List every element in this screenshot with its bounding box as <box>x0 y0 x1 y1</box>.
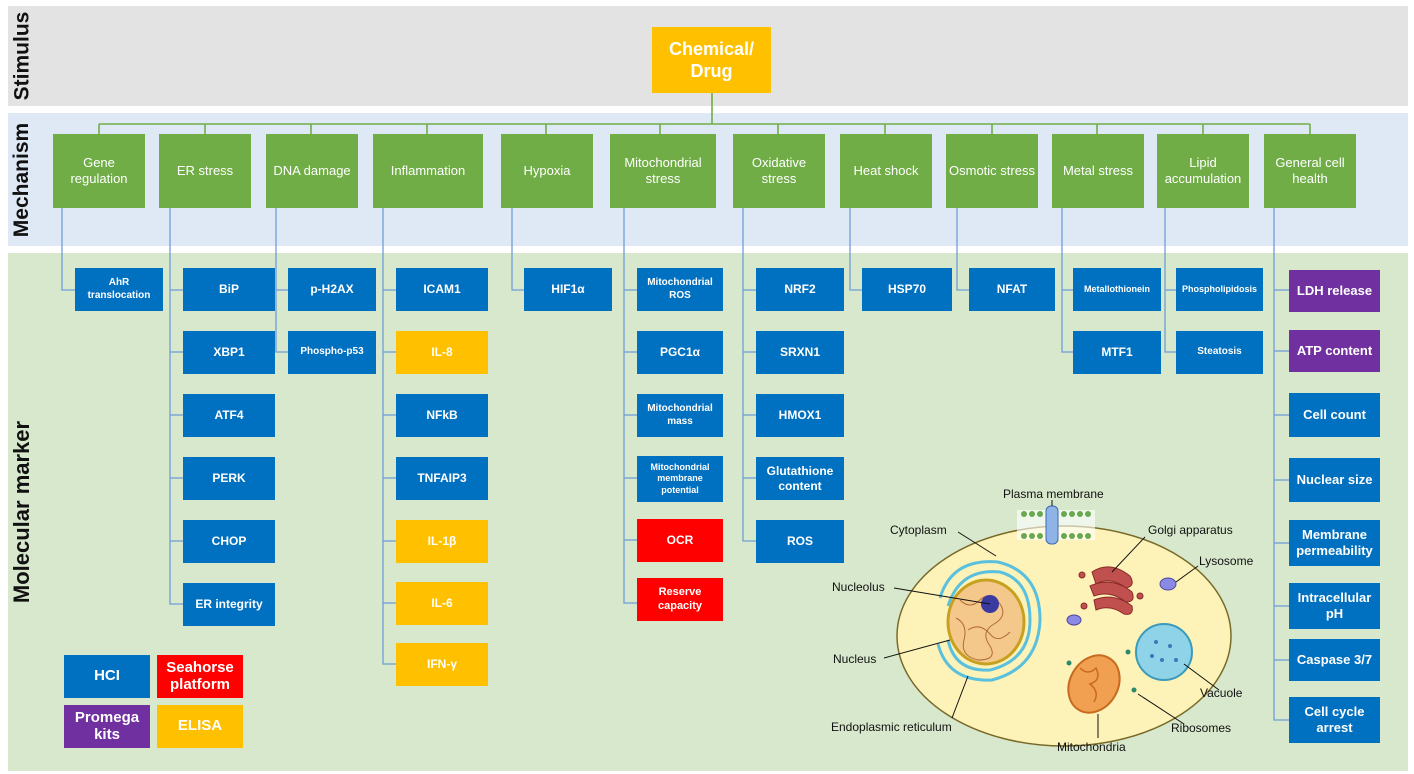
legend-elisa: ELISA <box>157 705 243 748</box>
mechanism-gene-regulation: Gene regulation <box>53 134 145 208</box>
mechanism-inflammation: Inflammation <box>373 134 483 208</box>
marker-cell-count: Cell count <box>1289 393 1380 437</box>
marker-ros: ROS <box>756 520 844 563</box>
mechanism-osmotic-stress: Osmotic stress <box>946 134 1038 208</box>
marker-steatosis: Steatosis <box>1176 331 1263 374</box>
marker-phospho-p53: Phospho-p53 <box>288 331 376 374</box>
marker-chop: CHOP <box>183 520 275 563</box>
label-mitochondria: Mitochondria <box>1057 740 1126 754</box>
ribosome-shapes <box>1066 649 1137 693</box>
marker-phospholipidosis: Phospholipidosis <box>1176 268 1263 311</box>
marker-glutathione-content: Glutathione content <box>756 457 844 500</box>
marker-ifn-gamma: IFN-γ <box>396 643 488 686</box>
label-golgi-apparatus: Golgi apparatus <box>1148 523 1233 537</box>
legend-seahorse-platform: Seahorse platform <box>157 655 243 698</box>
label-lysosome: Lysosome <box>1199 554 1254 568</box>
marker-mitochondrial-mass: Mitochondrial mass <box>637 394 723 437</box>
marker-perk: PERK <box>183 457 275 500</box>
label-endoplasmic-reticulum: Endoplasmic reticulum <box>831 720 952 734</box>
marker-nrf2: NRF2 <box>756 268 844 311</box>
marker-nuclear-size: Nuclear size <box>1289 458 1380 502</box>
marker-srxn1: SRXN1 <box>756 331 844 374</box>
marker-hmox1: HMOX1 <box>756 394 844 437</box>
marker-ldh-release: LDH release <box>1289 270 1380 312</box>
label-ribosomes: Ribosomes <box>1171 721 1232 735</box>
mechanism-metal-stress: Metal stress <box>1052 134 1144 208</box>
mechanism-er-stress: ER stress <box>159 134 251 208</box>
label-plasma-membrane: Plasma membrane <box>1003 487 1104 501</box>
label-vacuole: Vacuole <box>1200 686 1243 700</box>
marker-nfkb: NFkB <box>396 394 488 437</box>
mechanism-mitochondrial-stress: Mitochondrial stress <box>610 134 716 208</box>
vacuole-shape <box>1135 623 1193 681</box>
label-nucleus: Nucleus <box>833 652 877 666</box>
marker-p-h2ax: p-H2AX <box>288 268 376 311</box>
marker-metallothionein: Metallothionein <box>1073 268 1161 311</box>
mechanism-dna-damage: DNA damage <box>266 134 358 208</box>
mechanism-hypoxia: Hypoxia <box>501 134 593 208</box>
marker-atf4: ATF4 <box>183 394 275 437</box>
legend-promega-kits: Promega kits <box>64 705 150 748</box>
marker-atp-content: ATP content <box>1289 330 1380 372</box>
marker-xbp1: XBP1 <box>183 331 275 374</box>
marker-mitochondrial-membrane-potential: Mitochondrial membrane potential <box>637 456 723 502</box>
marker-ahr-translocation: AhR translocation <box>75 268 163 311</box>
marker-il-6: IL-6 <box>396 582 488 625</box>
marker-cell-cycle-arrest: Cell cycle arrest <box>1289 697 1380 743</box>
stimulus-box-chemical-drug: Chemical/ Drug <box>652 27 771 93</box>
golgi-shape <box>1078 566 1144 615</box>
marker-ocr: OCR <box>637 519 723 562</box>
mechanism-oxidative-stress: Oxidative stress <box>733 134 825 208</box>
marker-hsp70: HSP70 <box>862 268 952 311</box>
marker-mtf1: MTF1 <box>1073 331 1161 374</box>
marker-icam1: ICAM1 <box>396 268 488 311</box>
nucleus-shape <box>946 578 1026 666</box>
label-cytoplasm: Cytoplasm <box>890 523 947 537</box>
marker-il-1b: IL-1β <box>396 520 488 563</box>
marker-tnfaip3: TNFAIP3 <box>396 457 488 500</box>
marker-hif1a: HIF1α <box>524 268 612 311</box>
mechanism-lipid-accumulation: Lipid accumulation <box>1157 134 1249 208</box>
mechanism-heat-shock: Heat shock <box>840 134 932 208</box>
marker-pgc1a: PGC1α <box>637 331 723 374</box>
mechanism-general-cell-health: General cell health <box>1264 134 1356 208</box>
label-nucleolus: Nucleolus <box>832 580 885 594</box>
marker-membrane-permeability: Membrane permeability <box>1289 520 1380 566</box>
marker-reserve-capacity: Reserve capacity <box>637 578 723 621</box>
lysosome-shape <box>1159 577 1177 591</box>
marker-intracellular-ph: Intracellular pH <box>1289 583 1380 629</box>
mitochondria-shape <box>1067 654 1121 714</box>
marker-mitochondrial-ros: Mitochondrial ROS <box>637 268 723 311</box>
marker-bip: BiP <box>183 268 275 311</box>
legend-hci: HCI <box>64 655 150 698</box>
marker-il-8: IL-8 <box>396 331 488 374</box>
marker-caspase-3-7: Caspase 3/7 <box>1289 639 1380 681</box>
plasma-membrane-patch <box>1017 505 1095 545</box>
marker-er-integrity: ER integrity <box>183 583 275 626</box>
marker-nfat: NFAT <box>969 268 1055 311</box>
